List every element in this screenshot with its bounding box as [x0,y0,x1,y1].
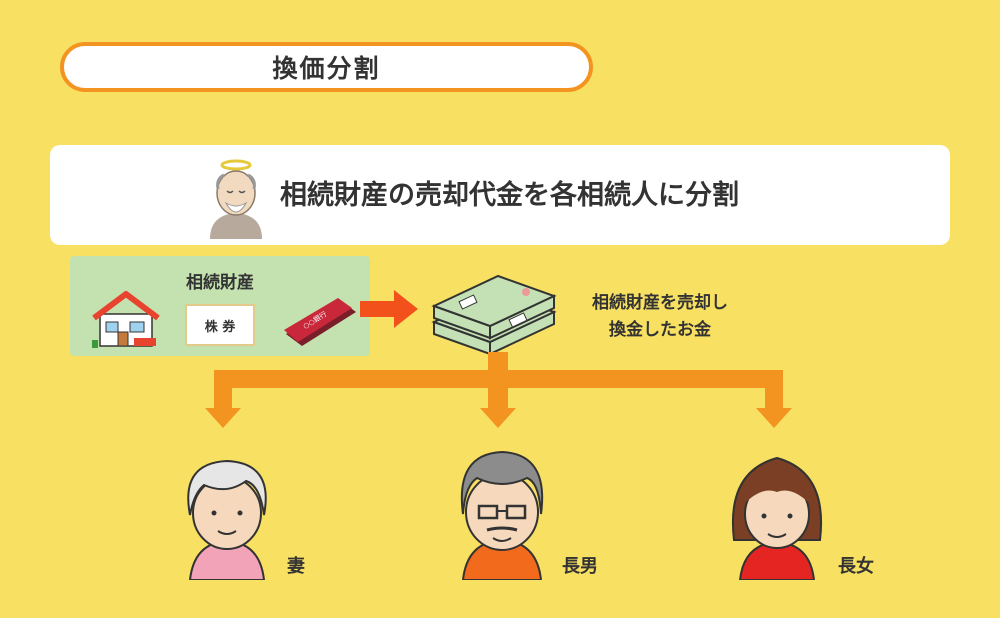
banner-text: 相続財産の売却代金を各相続人に分割 [280,180,739,211]
wife-icon [187,459,267,580]
page-title: 換価分割 [60,42,593,92]
inheritance-assets-panel: 相続財産 株 券 ○○銀行 [70,256,370,356]
trunk-connector [488,352,508,374]
house-icon [92,291,160,348]
bankbook-icon: ○○銀行 [284,298,356,346]
right-arrowhead [756,408,792,428]
money-caption: 相続財産を売却し 換金したお金 [560,290,760,344]
money-caption-line2: 換金したお金 [609,320,711,340]
center-arrowhead [480,408,516,428]
right-arrow-icon [360,290,418,328]
banner: 相続財産の売却代金を各相続人に分割 [50,145,950,245]
center-stem [488,370,508,410]
assets-label: 相続財産 [186,273,254,293]
eldest-son-icon [460,450,544,580]
heir-label-wife: 妻 [287,556,305,577]
deceased-icon [210,159,262,239]
heir-label-eldest-daughter: 長女 [838,556,874,577]
heir-label-eldest-son: 長男 [562,556,598,577]
stock-certificate-label: 株 券 [204,319,236,335]
money-stack-icon [431,274,557,356]
stock-certificate: 株 券 [185,304,255,346]
right-stem [765,370,783,410]
money-caption-line1: 相続財産を売却し [592,293,728,313]
eldest-daughter-icon [732,456,822,580]
left-arrowhead [205,408,241,428]
left-stem [214,370,232,410]
